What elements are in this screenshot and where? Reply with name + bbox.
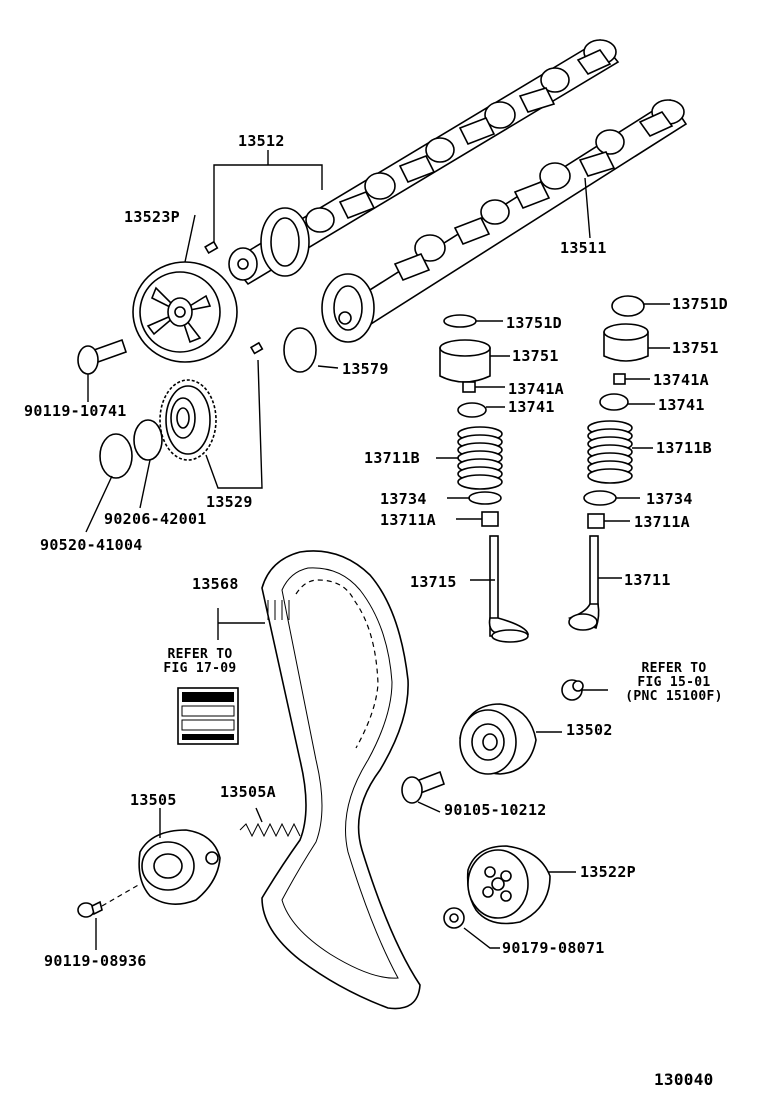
- label-13734-right: 13734: [646, 490, 693, 508]
- bolt-90105-10212: [401, 770, 446, 813]
- label-13505A: 13505A: [220, 783, 276, 801]
- label-90206-42001: 90206-42001: [104, 510, 207, 528]
- label-13579: 13579: [342, 360, 389, 378]
- label-13711: 13711: [624, 571, 671, 589]
- timing-belt: [217, 550, 421, 1010]
- spring-13505A: [239, 807, 301, 838]
- cam-pulley: [132, 261, 238, 363]
- tensioner-13505: [138, 808, 221, 905]
- label-13522P: 13522P: [580, 863, 636, 881]
- refer-note-fig-17-09: REFER TO FIG 17-09: [163, 647, 237, 676]
- label-13751-left: 13751: [512, 347, 559, 365]
- label-90520-41004: 90520-41004: [40, 536, 143, 554]
- label-90179-08071: 90179-08071: [502, 939, 605, 957]
- label-13751-right: 13751: [672, 339, 719, 357]
- label-90119-10741: 90119-10741: [24, 402, 127, 420]
- bolt-90119-10741: [77, 338, 128, 375]
- label-13751D-left: 13751D: [506, 314, 562, 332]
- label-13512: 13512: [238, 132, 285, 150]
- camshaft-lower: [321, 98, 688, 343]
- label-13741A-right: 13741A: [653, 371, 709, 389]
- label-13711A-left: 13711A: [380, 511, 436, 529]
- figure-number: 130040: [654, 1070, 714, 1089]
- label-13711B-right: 13711B: [656, 439, 712, 457]
- label-90105-10212: 90105-10212: [444, 801, 547, 819]
- label-13529: 13529: [206, 493, 253, 511]
- bolt-90179-08071: [443, 907, 500, 949]
- crank-pulley-13522P: [466, 845, 576, 925]
- plug-icon: [561, 679, 608, 701]
- label-icon: [177, 687, 239, 745]
- label-13511: 13511: [560, 239, 607, 257]
- valve-stack-left: [436, 314, 530, 643]
- label-13711B-left: 13711B: [364, 449, 420, 467]
- label-90119-08936: 90119-08936: [44, 952, 147, 970]
- label-13734-left: 13734: [380, 490, 427, 508]
- label-13741A-left: 13741A: [508, 380, 564, 398]
- label-13741-left: 13741: [508, 398, 555, 416]
- label-13711A-right: 13711A: [634, 513, 690, 531]
- label-13751D-right: 13751D: [672, 295, 728, 313]
- refer-note-fig-15-01: REFER TO FIG 15-01 (PNC 15100F): [625, 661, 723, 704]
- valve-stack-right: [567, 295, 670, 631]
- camshaft-upper: [228, 38, 620, 286]
- label-13715: 13715: [410, 573, 457, 591]
- label-13568: 13568: [192, 575, 239, 593]
- label-13741-right: 13741: [658, 396, 705, 414]
- gear-13529: [159, 379, 217, 461]
- label-13505: 13505: [130, 791, 177, 809]
- bolt-90119-08936: [77, 883, 141, 950]
- label-13502: 13502: [566, 721, 613, 739]
- idler-pulley-13502: [459, 703, 562, 775]
- label-13523P: 13523P: [124, 208, 180, 226]
